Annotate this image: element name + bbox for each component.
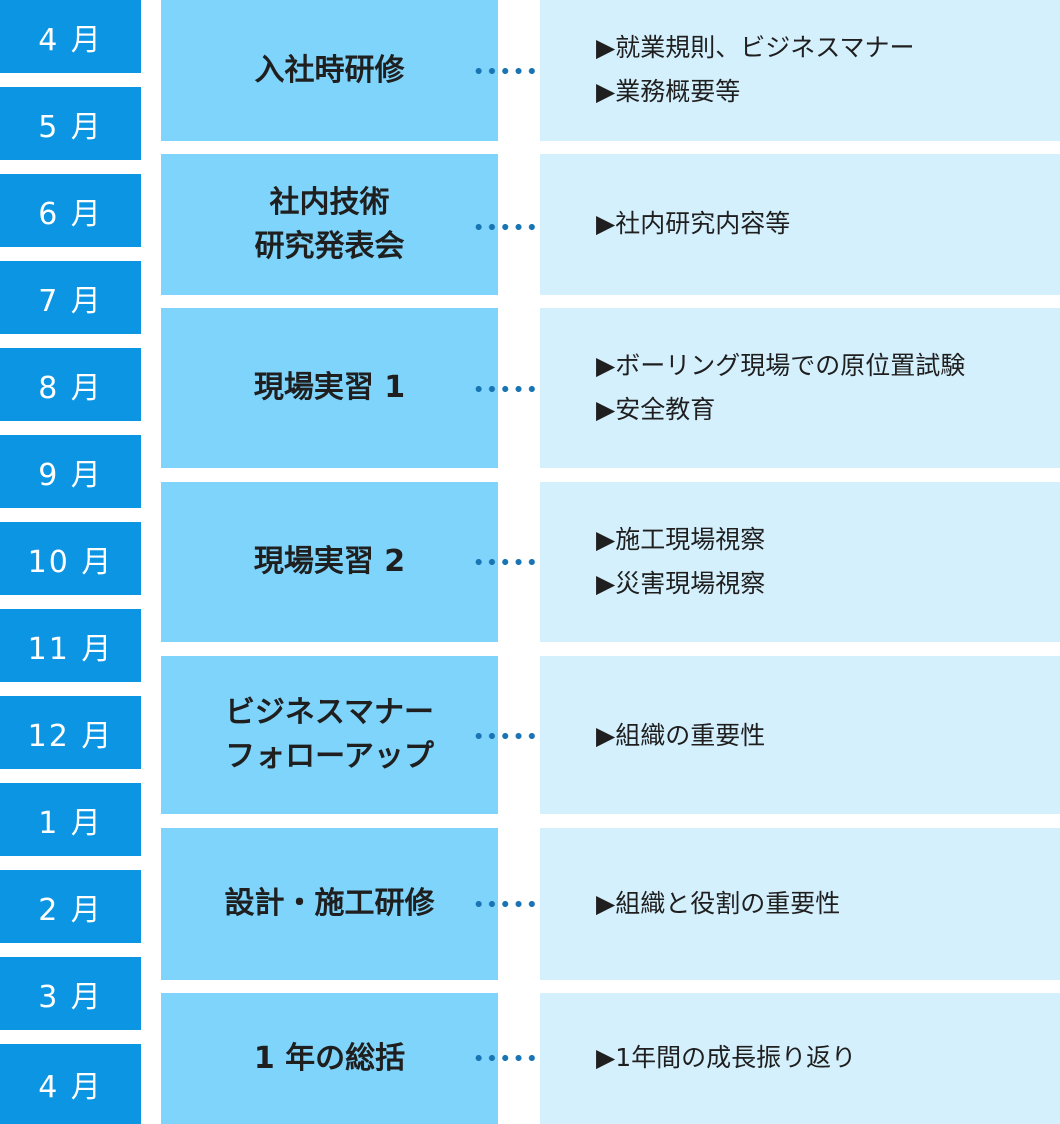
stage-detail: ▶就業規則、ビジネスマナー ▶業務概要等	[540, 0, 1060, 141]
stage-title: ビジネスマナー フォローアップ	[224, 695, 435, 774]
stage-box: 現場実習 2	[161, 482, 498, 642]
month-label: 10 月	[0, 522, 141, 595]
month-label: 12 月	[0, 696, 141, 769]
detail-item: ▶ボーリング現場での原位置試験	[596, 351, 966, 380]
connector-dots	[472, 224, 578, 230]
month-label: 1 月	[0, 783, 141, 856]
month-label: 5 月	[0, 87, 141, 160]
connector-dots	[472, 559, 578, 565]
month-label: 2 月	[0, 870, 141, 943]
stage-detail: ▶組織と役割の重要性	[540, 828, 1060, 980]
stage-detail: ▶社内研究内容等	[540, 154, 1060, 295]
connector-dots	[472, 386, 578, 392]
detail-item: ▶安全教育	[596, 395, 716, 424]
connector-dots	[472, 1055, 578, 1061]
stage-title: 設計・施工研修	[224, 886, 435, 921]
month-label: 4 月	[0, 0, 141, 73]
stage-title: 1 年の総括	[253, 1040, 406, 1076]
stage-detail: ▶ボーリング現場での原位置試験 ▶安全教育	[540, 308, 1060, 468]
connector-dots	[472, 68, 578, 74]
connector-dots	[472, 901, 578, 907]
detail-item: ▶業務概要等	[596, 77, 741, 106]
stage-title: 現場実習 2	[253, 544, 406, 579]
stage-title: 入社時研修	[254, 52, 405, 88]
detail-item: ▶組織と役割の重要性	[596, 889, 841, 918]
month-label: 11 月	[0, 609, 141, 682]
connector-dots	[472, 733, 578, 739]
month-label: 3 月	[0, 957, 141, 1030]
month-label: 4 月	[0, 1044, 141, 1124]
detail-item: ▶災害現場視察	[596, 569, 766, 598]
detail-item: ▶施工現場視察	[596, 525, 766, 554]
detail-item: ▶就業規則、ビジネスマナー	[596, 33, 915, 62]
stage-title: 現場実習 1	[253, 370, 406, 405]
detail-item: ▶組織の重要性	[596, 721, 766, 750]
detail-item: ▶1年間の成長振り返り	[596, 1043, 857, 1072]
stage-detail: ▶組織の重要性	[540, 656, 1060, 814]
month-label: 7 月	[0, 261, 141, 334]
month-label: 6 月	[0, 174, 141, 247]
stage-detail: ▶施工現場視察 ▶災害現場視察	[540, 482, 1060, 642]
stage-box: 社内技術 研究発表会	[161, 154, 498, 295]
stage-detail: ▶1年間の成長振り返り	[540, 993, 1060, 1124]
month-label: 8 月	[0, 348, 141, 421]
stage-box: 1 年の総括	[161, 993, 498, 1124]
month-label: 9 月	[0, 435, 141, 508]
detail-item: ▶社内研究内容等	[596, 209, 791, 238]
stage-box: 現場実習 1	[161, 308, 498, 468]
stage-box: 設計・施工研修	[161, 828, 498, 980]
stage-title: 社内技術 研究発表会	[254, 184, 405, 264]
stage-box: 入社時研修	[161, 0, 498, 141]
stage-box: ビジネスマナー フォローアップ	[161, 656, 498, 814]
